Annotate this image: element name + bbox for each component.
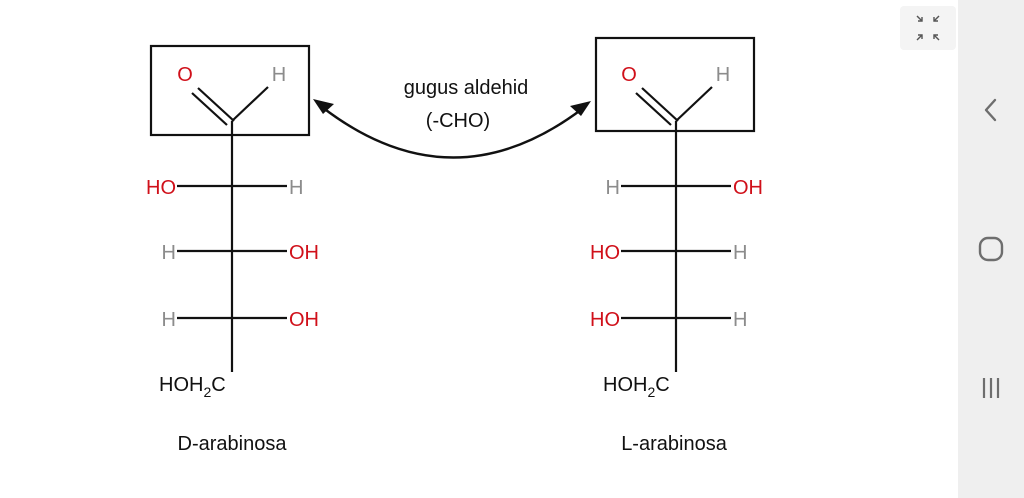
row2-left-label: H <box>162 242 176 264</box>
hydrogen-label: H <box>272 64 286 86</box>
l-arabinosa-structure: O H H OH HO H HO H HOH2C L-arabinosa <box>590 36 763 455</box>
collapse-arrows-icon <box>916 15 940 41</box>
arrow-label-line2: (-CHO) <box>426 110 490 132</box>
row3-left-label: HO <box>590 309 620 331</box>
row3-right-label: H <box>733 309 747 331</box>
row1-left-label: H <box>606 177 620 199</box>
row1-right-label: OH <box>733 177 763 199</box>
ch-bond <box>231 86 269 122</box>
back-chevron-icon <box>984 98 997 122</box>
system-navigation-bar <box>958 0 1024 498</box>
recents-bars-icon <box>982 378 1000 398</box>
hydrogen-label: H <box>716 64 730 86</box>
row2-right-label: H <box>733 242 747 264</box>
arrowhead-left <box>313 99 334 114</box>
row2-left-label: HO <box>590 242 620 264</box>
aldehyde-highlight-box <box>149 44 311 137</box>
curved-double-arrow <box>313 99 591 159</box>
co-double-bond-b <box>635 92 672 126</box>
row3-right-label: OH <box>289 309 319 331</box>
back-button[interactable] <box>958 90 1024 130</box>
d-arabinosa-name: D-arabinosa <box>178 433 288 455</box>
row2-right-label: OH <box>289 242 319 264</box>
d-arabinosa-structure: O H HO H H OH H OH HOH2C D-arabinosa <box>146 44 319 455</box>
recents-button[interactable] <box>958 368 1024 408</box>
row3-left-label: H <box>162 309 176 331</box>
arrowhead-right <box>570 101 591 116</box>
ch-bond <box>675 86 713 122</box>
arrow-label-line1: gugus aldehid <box>404 77 529 99</box>
diagram-canvas: O H HO H H OH H OH HOH2C D-arabinosa O H… <box>146 36 763 455</box>
co-double-bond-a <box>641 87 679 122</box>
home-rounded-square-icon <box>978 236 1004 262</box>
l-arabinosa-name: L-arabinosa <box>621 433 728 455</box>
co-double-bond-b <box>191 92 228 126</box>
row1-left-label: HO <box>146 177 176 199</box>
bottom-group-label: HOH2C <box>159 374 226 400</box>
co-double-bond-a <box>197 87 235 122</box>
oxygen-label: O <box>621 64 637 86</box>
row1-right-label: H <box>289 177 303 199</box>
oxygen-label: O <box>177 64 193 86</box>
home-button[interactable] <box>958 229 1024 269</box>
fischer-projection-diagram: O H HO H H OH H OH HOH2C D-arabinosa O H… <box>146 36 763 455</box>
collapse-button[interactable] <box>900 6 956 50</box>
bottom-group-label: HOH2C <box>603 374 670 400</box>
